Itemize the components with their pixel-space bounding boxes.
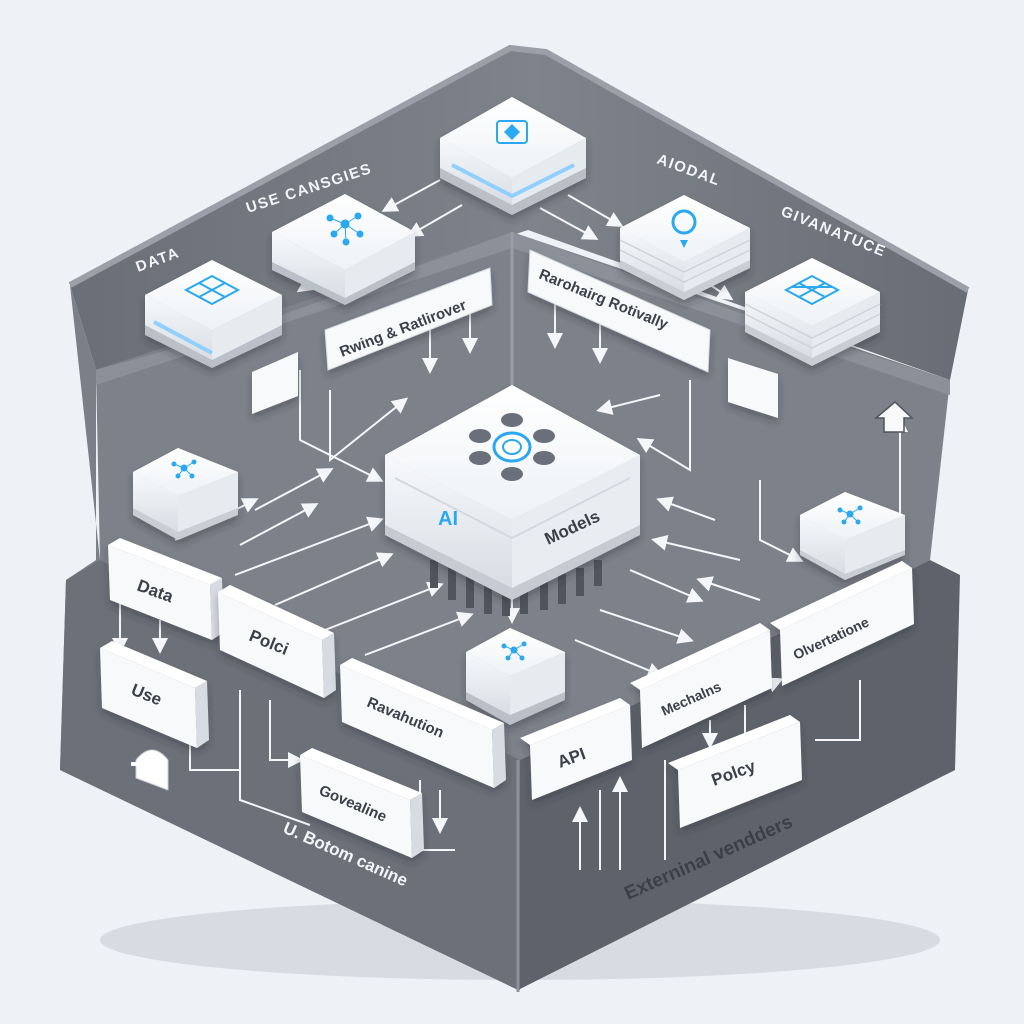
small-tile-right — [728, 358, 778, 418]
module-top-center — [440, 97, 586, 215]
box-use: Use — [100, 641, 209, 748]
core-pins — [430, 560, 602, 616]
box-policy-left: Polci — [218, 585, 336, 698]
small-tile-left — [252, 352, 298, 414]
module-front-center — [466, 628, 565, 725]
box-observations: Olvertatione — [770, 561, 914, 686]
arrow-up-marker — [873, 400, 914, 433]
flow-connectors — [112, 179, 908, 870]
module-use-cases — [272, 194, 415, 305]
ai-models-core: AI Models — [385, 385, 640, 616]
box-mechanisms: Mechalns — [630, 623, 772, 748]
network-node-icon — [171, 459, 197, 479]
module-governance — [744, 258, 881, 366]
database-grid-icon — [183, 274, 241, 306]
network-node-icon — [837, 505, 863, 525]
lock-icon — [131, 749, 169, 791]
network-node-icon — [501, 641, 527, 661]
module-data — [145, 260, 282, 368]
core-label-ai: AI — [438, 508, 458, 530]
module-modal — [619, 195, 751, 300]
dashboard-grid-icon — [783, 274, 841, 306]
box-governance: Govealine — [300, 748, 424, 858]
box-policy-right: Polcy — [668, 715, 802, 828]
front-face-left — [60, 560, 520, 990]
box-data: Data — [108, 538, 224, 640]
shield-chip-icon — [496, 120, 528, 144]
module-side-right — [800, 492, 905, 580]
box-api: API — [520, 698, 632, 800]
target-ring-icon — [671, 209, 697, 248]
module-side-left — [133, 448, 238, 540]
wall-rim — [68, 44, 970, 293]
neural-hub-icon — [469, 413, 555, 481]
box-evaluation: Ravahution — [340, 658, 506, 788]
network-graph-icon — [326, 212, 364, 246]
